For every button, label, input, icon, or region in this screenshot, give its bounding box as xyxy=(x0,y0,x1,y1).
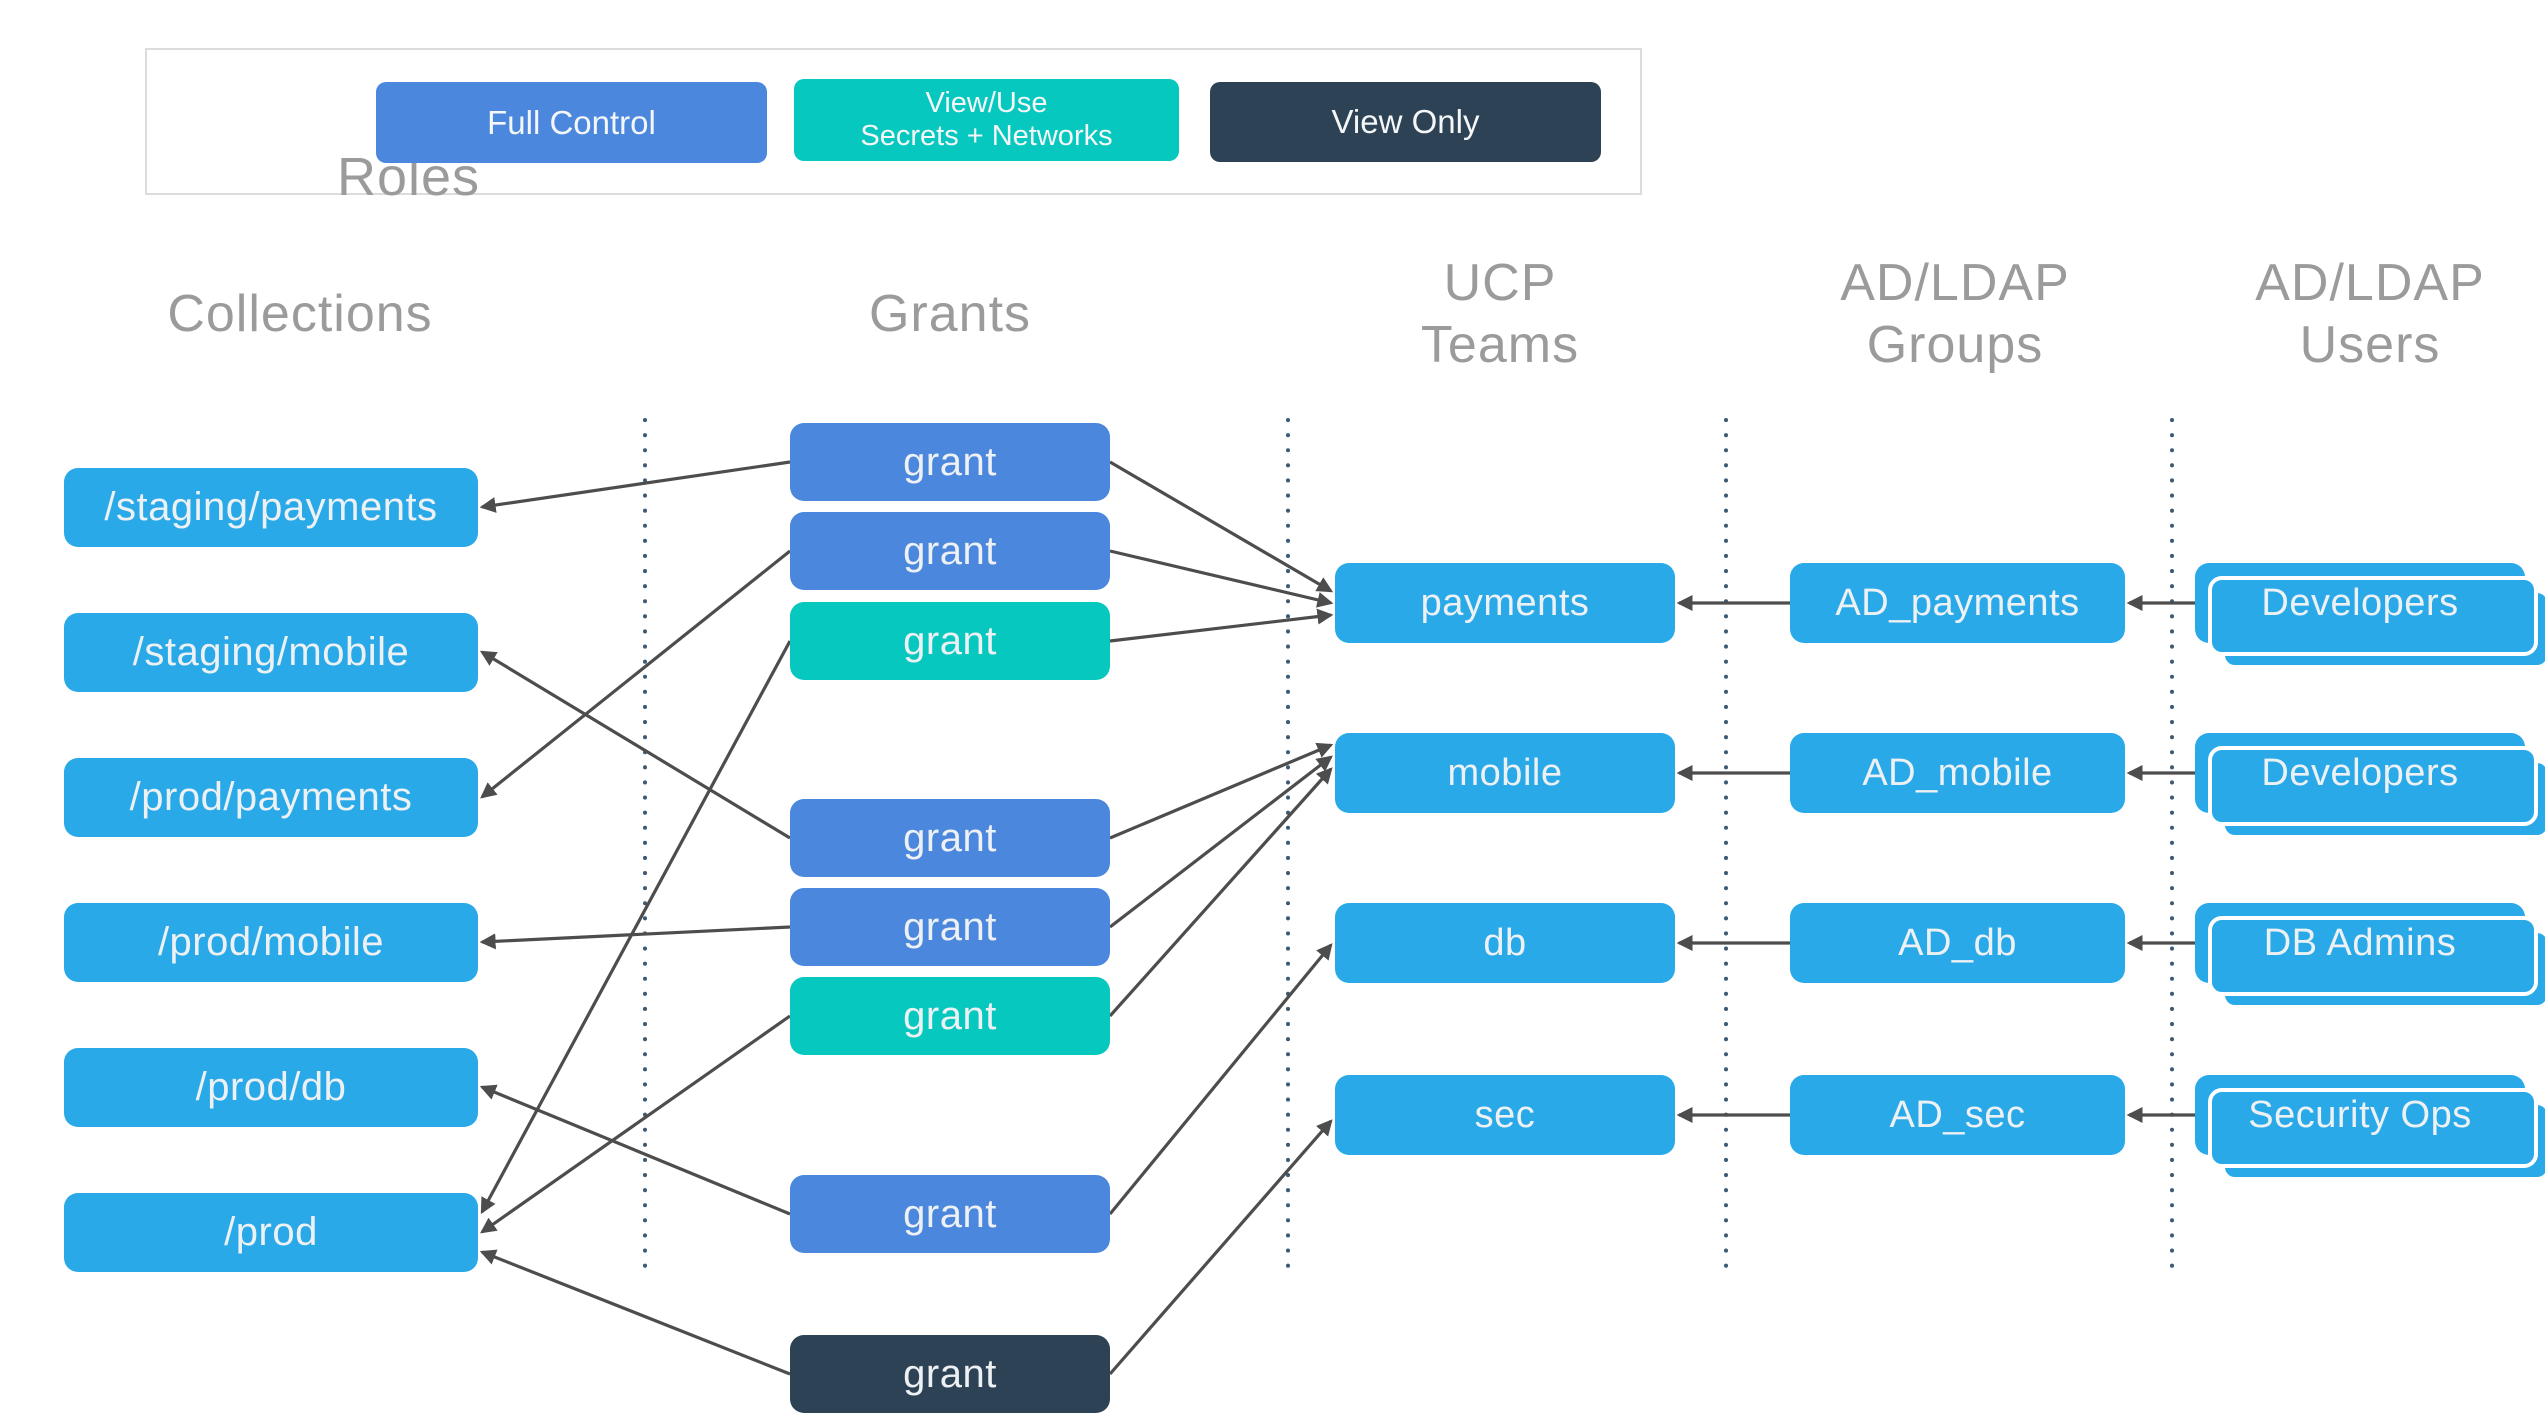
header-line: Users xyxy=(2299,316,2441,374)
team-node-sec: sec xyxy=(1335,1075,1675,1155)
collection-node-prod-db: /prod/db xyxy=(64,1048,478,1127)
user-node-developers-1: Developers xyxy=(2195,563,2545,669)
team-node-payments: payments xyxy=(1335,563,1675,643)
node-label: Developers xyxy=(2261,581,2459,624)
grant-node-viewuse-2: grant xyxy=(790,977,1110,1055)
card-stack-layer xyxy=(2208,1088,2538,1168)
node-label: /prod/db xyxy=(195,1065,347,1109)
grant-node-full-1: grant xyxy=(790,423,1110,501)
node-label: /staging/mobile xyxy=(132,630,410,674)
group-node-ad-mobile: AD_mobile xyxy=(1790,733,2125,813)
node-label: AD_db xyxy=(1898,921,2017,964)
node-label: sec xyxy=(1474,1093,1536,1136)
header-adldap-groups: AD/LDAP Groups xyxy=(1840,252,2070,376)
group-node-ad-payments: AD_payments xyxy=(1790,563,2125,643)
edge-arrow-line xyxy=(1108,767,1333,1018)
node-label: AD_mobile xyxy=(1862,751,2053,794)
edge-arrow-line xyxy=(479,460,791,513)
edge-arrows xyxy=(479,460,2195,1376)
node-label: /prod xyxy=(224,1210,318,1254)
grant-node-full-2: grant xyxy=(790,512,1110,590)
user-node-db-admins: DB Admins xyxy=(2195,903,2545,1009)
edge-arrow-line xyxy=(479,925,791,950)
legend-chip-full-control: Full Control xyxy=(376,82,767,163)
node-label: payments xyxy=(1420,581,1590,624)
node-label: grant xyxy=(903,815,997,860)
node-label: Developers xyxy=(2261,751,2459,794)
node-label: AD_sec xyxy=(1889,1093,2026,1136)
team-node-mobile: mobile xyxy=(1335,733,1675,813)
card-stack-layer xyxy=(2208,576,2538,656)
header-grants: Grants xyxy=(869,283,1031,345)
edge-arrow-line xyxy=(1109,549,1334,608)
edge-arrow-line xyxy=(1109,742,1334,840)
node-label: /prod/payments xyxy=(129,775,413,819)
node-label: db xyxy=(1483,921,1527,964)
header-line: AD/LDAP xyxy=(1840,254,2070,312)
group-node-ad-db: AD_db xyxy=(1790,903,2125,983)
header-line: Collections xyxy=(167,285,433,343)
node-label: grant xyxy=(903,904,997,949)
header-line: UCP xyxy=(1443,254,1557,312)
group-node-ad-sec: AD_sec xyxy=(1790,1075,2125,1155)
user-node-developers-2: Developers xyxy=(2195,733,2545,839)
legend-chip-view-only: View Only xyxy=(1210,82,1601,162)
header-line: Grants xyxy=(868,285,1032,343)
node-label: grant xyxy=(903,993,997,1038)
node-label: AD_payments xyxy=(1835,581,2080,624)
user-node-security-ops: Security Ops xyxy=(2195,1075,2545,1181)
edge-arrow-line xyxy=(480,1014,791,1234)
legend-chip-label: View Only xyxy=(1331,103,1480,141)
team-node-db: db xyxy=(1335,903,1675,983)
card-stack-layer xyxy=(2208,916,2538,996)
edge-arrow-line xyxy=(1108,1119,1333,1376)
legend-chip-label-line2: Secrets + Networks xyxy=(860,120,1113,152)
edge-arrow-line xyxy=(1109,755,1333,929)
edge-arrow-line xyxy=(479,1084,791,1216)
collection-node-prod-payments: /prod/payments xyxy=(64,758,478,837)
grant-node-full-5: grant xyxy=(790,1175,1110,1253)
node-label: grant xyxy=(903,528,997,573)
edge-arrow-line xyxy=(1109,460,1334,593)
collection-node-prod: /prod xyxy=(64,1193,478,1272)
edge-arrow-line xyxy=(1109,608,1334,643)
edge-arrow-line xyxy=(480,640,792,1215)
grant-node-full-4: grant xyxy=(790,888,1110,966)
node-label: /prod/mobile xyxy=(157,920,385,964)
node-label: grant xyxy=(903,618,997,663)
node-label: grant xyxy=(903,1351,997,1396)
edge-arrow-line xyxy=(480,549,791,799)
node-label: grant xyxy=(903,439,997,484)
collection-node-staging-mobile: /staging/mobile xyxy=(64,613,478,692)
node-label: Security Ops xyxy=(2248,1093,2472,1136)
edge-arrow-line xyxy=(1108,943,1333,1216)
node-label: grant xyxy=(903,1191,997,1236)
header-line: AD/LDAP xyxy=(2255,254,2485,312)
legend-chip-view-use: View/Use Secrets + Networks xyxy=(794,79,1179,161)
grant-node-viewonly-1: grant xyxy=(790,1335,1110,1413)
grant-node-viewuse-1: grant xyxy=(790,602,1110,680)
node-label: /staging/payments xyxy=(104,485,438,529)
header-collections: Collections xyxy=(167,283,432,345)
card-stack-layer xyxy=(2208,746,2538,826)
node-label: mobile xyxy=(1447,751,1563,794)
grant-node-full-3: grant xyxy=(790,799,1110,877)
legend-chip-label: Full Control xyxy=(487,103,656,141)
edge-arrow-line xyxy=(479,650,791,840)
collection-node-prod-mobile: /prod/mobile xyxy=(64,903,478,982)
legend-chip-label-line1: View/Use xyxy=(925,86,1048,119)
header-ucp-teams: UCP Teams xyxy=(1421,252,1579,376)
collection-node-staging-payments: /staging/payments xyxy=(64,468,478,547)
header-adldap-users: AD/LDAP Users xyxy=(2255,252,2485,376)
header-line: Teams xyxy=(1420,316,1580,374)
header-line: Groups xyxy=(1866,316,2044,374)
node-label: DB Admins xyxy=(2263,921,2457,964)
edge-arrow-line xyxy=(479,1249,791,1376)
